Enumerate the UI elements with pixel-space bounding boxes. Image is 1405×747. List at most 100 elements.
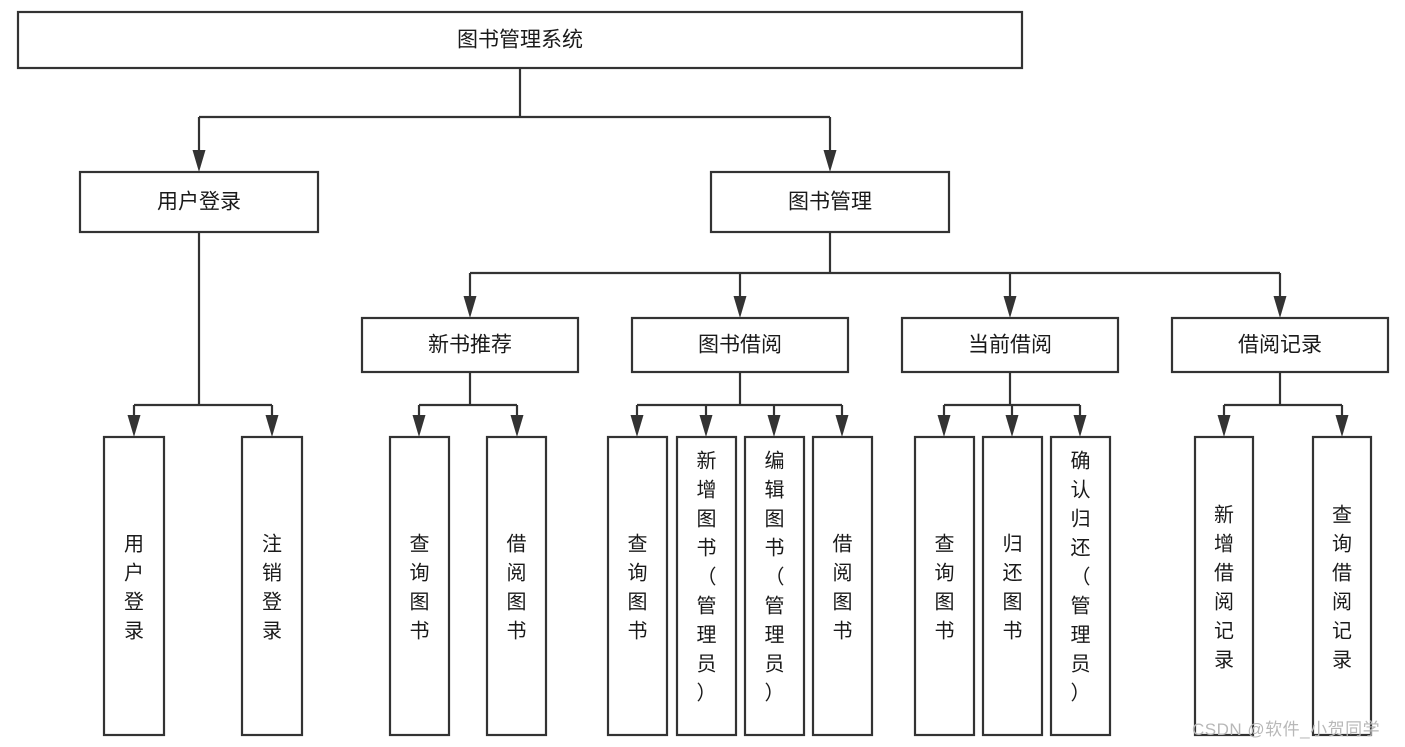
node-box[interactable] (630, 316, 850, 374)
node-box[interactable] (1193, 435, 1255, 737)
connector-arrow (699, 405, 713, 437)
node-label: 图书管理系统 (457, 29, 583, 52)
node-box[interactable] (743, 435, 806, 737)
arrow-head-icon (127, 415, 141, 437)
connector-arrow (733, 273, 747, 318)
arrow-head-icon (1335, 415, 1349, 437)
connector-arrow (463, 273, 477, 318)
arrow-head-icon (733, 296, 747, 318)
connector-arrow (1073, 405, 1087, 437)
node-label: 新书推荐 (428, 334, 512, 357)
node-box[interactable] (240, 435, 304, 737)
node-label: 新增借阅记录 (1214, 504, 1234, 672)
node-label: 查询图书 (935, 533, 955, 643)
arrow-head-icon (937, 415, 951, 437)
node-label: 当前借阅 (968, 334, 1052, 357)
node-borrow-record[interactable]: 借阅记录 (1170, 316, 1390, 374)
node-leaf-query-borrow-record[interactable]: 查询借阅记录 (1311, 435, 1373, 737)
node-label: 新增图书（管理员） (697, 450, 717, 705)
node-book-manage[interactable]: 图书管理 (709, 170, 951, 234)
node-root[interactable]: 图书管理系统 (16, 10, 1024, 70)
node-leaf-logout-login[interactable]: 注销登录 (240, 435, 304, 737)
connector-arrow (510, 405, 524, 437)
node-box[interactable] (811, 435, 874, 737)
node-box[interactable] (360, 316, 580, 374)
node-leaf-query-book-borrow[interactable]: 查询图书 (606, 435, 669, 737)
node-box[interactable] (981, 435, 1044, 737)
connector-arrow (767, 405, 781, 437)
node-label: 查询借阅记录 (1332, 504, 1352, 672)
node-leaf-add-book-admin[interactable]: 新增图书（管理员） (675, 435, 738, 737)
node-label: 查询图书 (410, 533, 430, 643)
connector-arrow (265, 405, 279, 437)
node-label: 编辑图书（管理员） (765, 450, 785, 705)
connector-arrow (1217, 405, 1231, 437)
connector-arrow (937, 405, 951, 437)
node-box[interactable] (16, 10, 1024, 70)
arrow-head-icon (767, 415, 781, 437)
node-label: 确认归还（管理员） (1071, 450, 1091, 705)
node-user-login[interactable]: 用户登录 (78, 170, 320, 234)
node-box[interactable] (900, 316, 1120, 374)
node-new-book-recommend[interactable]: 新书推荐 (360, 316, 580, 374)
connector-arrow (1273, 273, 1287, 318)
connector-arrow (1003, 273, 1017, 318)
node-box[interactable] (1311, 435, 1373, 737)
arrow-head-icon (265, 415, 279, 437)
node-label: 用户登录 (157, 191, 241, 214)
arrow-head-icon (630, 415, 644, 437)
node-label: 图书管理 (788, 191, 872, 214)
node-leaf-borrow-book[interactable]: 借阅图书 (811, 435, 874, 737)
node-leaf-query-book-rec[interactable]: 查询图书 (388, 435, 451, 737)
arrow-head-icon (412, 415, 426, 437)
node-book-borrow[interactable]: 图书借阅 (630, 316, 850, 374)
arrow-head-icon (835, 415, 849, 437)
node-label: 借阅图书 (507, 533, 527, 643)
node-box[interactable] (1049, 435, 1112, 737)
node-leaf-add-borrow-record[interactable]: 新增借阅记录 (1193, 435, 1255, 737)
node-leaf-query-book-current[interactable]: 查询图书 (913, 435, 976, 737)
arrow-head-icon (1217, 415, 1231, 437)
arrow-head-icon (1005, 415, 1019, 437)
arrow-head-icon (1273, 296, 1287, 318)
node-box[interactable] (388, 435, 451, 737)
connector-arrow (1005, 405, 1019, 437)
arrow-head-icon (510, 415, 524, 437)
connector-arrow (630, 405, 644, 437)
connector-arrow (823, 117, 837, 172)
node-label: 借阅记录 (1238, 334, 1322, 357)
node-leaf-confirm-return-admin[interactable]: 确认归还（管理员） (1049, 435, 1112, 737)
node-box[interactable] (606, 435, 669, 737)
node-current-borrow[interactable]: 当前借阅 (900, 316, 1120, 374)
arrow-head-icon (823, 150, 837, 172)
node-box[interactable] (675, 435, 738, 737)
connector-arrow (835, 405, 849, 437)
node-box[interactable] (709, 170, 951, 234)
node-leaf-edit-book-admin[interactable]: 编辑图书（管理员） (743, 435, 806, 737)
arrow-head-icon (1003, 296, 1017, 318)
node-leaf-borrow-book-rec[interactable]: 借阅图书 (485, 435, 548, 737)
arrow-head-icon (1073, 415, 1087, 437)
arrow-head-icon (699, 415, 713, 437)
arrow-head-icon (463, 296, 477, 318)
node-box[interactable] (485, 435, 548, 737)
node-label: 注销登录 (262, 533, 282, 643)
node-layer: 图书管理系统用户登录图书管理新书推荐图书借阅当前借阅借阅记录用户登录注销登录查询… (16, 10, 1390, 737)
node-box[interactable] (1170, 316, 1390, 374)
connector-arrow (1335, 405, 1349, 437)
node-leaf-return-book[interactable]: 归还图书 (981, 435, 1044, 737)
connector-layer (127, 68, 1349, 437)
node-label: 图书借阅 (698, 334, 782, 357)
node-box[interactable] (78, 170, 320, 234)
arrow-head-icon (192, 150, 206, 172)
node-label: 用户登录 (124, 534, 144, 643)
node-label: 借阅图书 (833, 533, 853, 643)
node-label: 归还图书 (1003, 533, 1023, 643)
node-box[interactable] (102, 435, 166, 737)
node-box[interactable] (913, 435, 976, 737)
node-label: 查询图书 (628, 533, 648, 643)
node-leaf-user-login[interactable]: 用户登录 (102, 435, 166, 737)
connector-arrow (127, 405, 141, 437)
